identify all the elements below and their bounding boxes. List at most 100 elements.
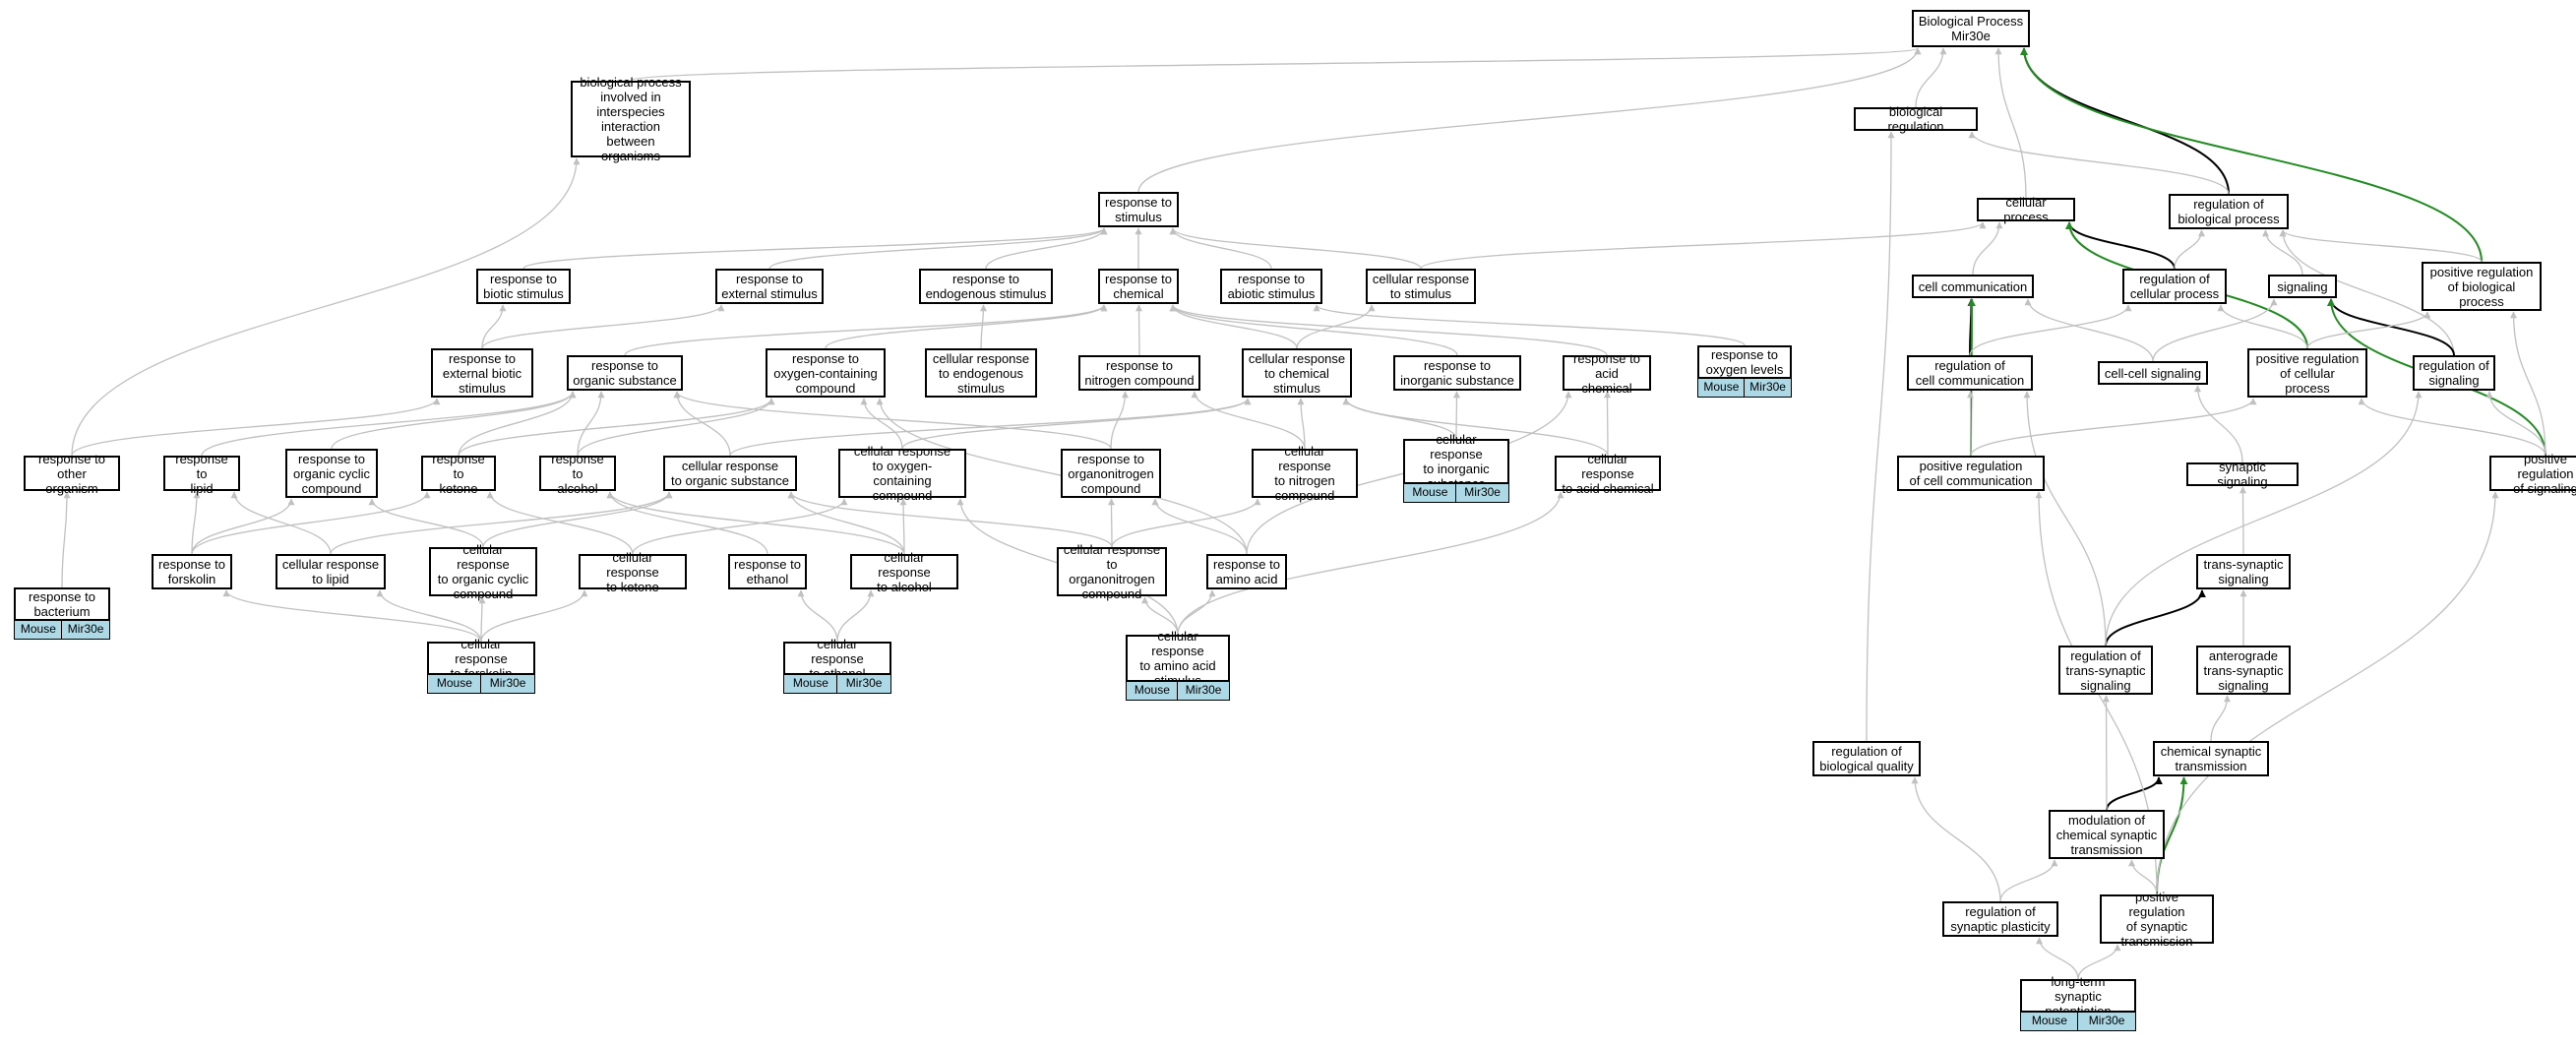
term-node-resp-alcohol[interactable]: response to alcohol (539, 452, 616, 496)
term-node-cell-resp-forskolin[interactable]: cellular response to forskolin (427, 637, 535, 681)
term-node-cell-resp-org-sub[interactable]: cellular response to organic substance (663, 456, 797, 491)
term-node-resp-amino[interactable]: response to amino acid (1206, 554, 1287, 589)
edge-bio-reg-to-bp-root (1915, 47, 1947, 108)
term-node-resp-chem[interactable]: response to chemical (1098, 269, 1179, 304)
term-node-cell-resp-ketone[interactable]: cellular response to ketone (579, 550, 687, 594)
term-node-resp-forskolin[interactable]: response to forskolin (152, 554, 232, 589)
term-node-pos-reg-syn-trans[interactable]: positive regulation of synaptic transmis… (2100, 890, 2214, 949)
term-node-cell-resp-lipid[interactable]: cellular response to lipid (276, 554, 386, 589)
term-node-reg-bio-proc[interactable]: regulation of biological process (2169, 194, 2289, 229)
term-node-interspecies[interactable]: biological process involved in interspec… (571, 75, 691, 163)
edge-resp-abiotic-to-resp-stim (1169, 227, 1272, 270)
tag-mir30e: Mir30e (480, 674, 535, 694)
term-node-cell-resp-ethanol[interactable]: cellular response to ethanol (783, 637, 891, 681)
term-node-reg-syn-plast[interactable]: regulation of synaptic plasticity (1942, 901, 2058, 937)
edge-pos-reg-bio-to-reg-bio-proc (2279, 229, 2483, 263)
edge-resp-external-to-resp-stim (768, 227, 1108, 270)
edge-cell-resp-amino-to-cell-resp-organonitro (1141, 596, 1179, 636)
term-node-cell-resp-oxy[interactable]: cellular response to oxygen-containing c… (838, 444, 966, 503)
edge-cell-resp-organonitro-to-cell-resp-nitro (1111, 498, 1261, 548)
term-node-cell-resp-stim[interactable]: cellular response to stimulus (1366, 269, 1476, 304)
term-node-cell-resp-alcohol[interactable]: cellular response to alcohol (850, 550, 958, 594)
edge-pos-reg-cell-proc-to-reg-cell-proc (2217, 304, 2308, 349)
edge-synaptic-sig-to-cell-cell-sig (2194, 385, 2243, 463)
term-node-cell-resp-chem[interactable]: cellular response to chemical stimulus (1242, 348, 1352, 398)
term-node-reg-trans-syn[interactable]: regulation of trans-synaptic signaling (2058, 646, 2153, 695)
term-node-cell-resp-endog[interactable]: cellular response to endogenous stimulus (925, 348, 1037, 398)
term-node-synaptic-sig[interactable]: synaptic signaling (2186, 460, 2299, 489)
term-node-trans-syn-sig[interactable]: trans-synaptic signaling (2196, 554, 2291, 589)
term-node-pos-reg-cell-proc[interactable]: positive regulation of cellular process (2247, 348, 2367, 398)
term-node-cell-resp-inorg[interactable]: cellular response to inorganic substance (1403, 432, 1509, 491)
edge-cell-resp-acid-to-resp-acid (1604, 391, 1612, 457)
term-node-resp-bacterium[interactable]: response to bacterium (14, 587, 110, 621)
edge-pos-reg-syn-trans-to-mod-chem-syn (2128, 859, 2158, 895)
edge-reg-trans-syn-to-reg-signaling (2105, 391, 2423, 647)
edge-trans-syn-sig-to-synaptic-sig (2239, 486, 2247, 555)
term-node-resp-acid[interactable]: response to acid chemical (1563, 351, 1651, 396)
tag-mouse: Mouse (14, 620, 63, 640)
term-node-reg-cell-proc[interactable]: regulation of cellular process (2122, 269, 2227, 304)
term-node-resp-lipid[interactable]: response to lipid (163, 452, 240, 496)
term-node-cell-resp-nitro[interactable]: cellular response to nitrogen compound (1252, 444, 1358, 503)
term-node-resp-endog[interactable]: response to endogenous stimulus (919, 269, 1053, 304)
edge-reg-cell-proc-to-cell-proc (2065, 221, 2176, 270)
term-node-resp-stim[interactable]: response to stimulus (1098, 192, 1179, 227)
term-node-resp-inorg[interactable]: response to inorganic substance (1393, 355, 1521, 391)
term-node-cell-comm[interactable]: cell communication (1912, 275, 2034, 298)
edge-pos-reg-syn-trans-to-pos-reg-sig (2156, 491, 2499, 895)
term-node-pos-reg-bio[interactable]: positive regulation of biological proces… (2422, 262, 2542, 311)
term-node-cell-resp-org-cyclic[interactable]: cellular response to organic cyclic comp… (429, 542, 537, 601)
term-node-bio-reg[interactable]: biological regulation (1854, 104, 1978, 134)
term-node-cell-proc[interactable]: cellular process (1977, 195, 2075, 224)
term-node-reg-bio-quality[interactable]: regulation of biological quality (1812, 741, 1921, 776)
term-node-resp-external[interactable]: response to external stimulus (715, 269, 824, 304)
term-node-resp-org-cyclic[interactable]: response to organic cyclic compound (285, 449, 378, 498)
term-node-resp-org-sub[interactable]: response to organic substance (567, 355, 683, 391)
edge-cell-resp-nitro-to-resp-nitro (1191, 391, 1306, 450)
edge-resp-organonitro-to-resp-org-sub (673, 391, 1112, 450)
term-node-resp-biotic[interactable]: response to biotic stimulus (476, 269, 571, 304)
edge-pos-reg-cell-comm-to-pos-reg-cell-proc (1970, 398, 2257, 457)
term-node-cell-resp-amino[interactable]: cellular response to amino acid stimulus (1126, 629, 1230, 688)
term-node-cell-resp-acid[interactable]: cellular response to acid chemical (1555, 452, 1661, 496)
term-node-resp-ext-biotic[interactable]: response to external biotic stimulus (431, 348, 533, 398)
term-node-resp-oxy-levels[interactable]: response to oxygen levels (1697, 345, 1792, 379)
term-node-cell-cell-sig[interactable]: cell-cell signaling (2098, 361, 2208, 385)
edge-cell-resp-alcohol-to-cell-resp-oxy (899, 498, 907, 555)
edge-resp-ketone-to-resp-oxy (458, 398, 775, 457)
term-node-resp-oxy[interactable]: response to oxygen-containing compound (766, 348, 886, 398)
tag-mir30e: Mir30e (2077, 1012, 2136, 1031)
term-node-signaling[interactable]: signaling (2268, 275, 2337, 298)
edge-resp-other-org-to-interspecies (71, 157, 581, 457)
term-node-ltp[interactable]: long-term synaptic potentiation (2020, 974, 2136, 1018)
edge-resp-stim-to-bp-root (1137, 47, 1922, 193)
term-node-anterograde[interactable]: anterograde trans-synaptic signaling (2196, 646, 2291, 695)
term-node-chem-syn-trans[interactable]: chemical synaptic transmission (2153, 741, 2269, 776)
term-node-resp-nitro[interactable]: response to nitrogen compound (1078, 355, 1200, 391)
edge-cell-resp-nitro-to-cell-resp-chem (1297, 398, 1306, 450)
term-node-pos-reg-sig[interactable]: positive regulation of signaling (2489, 452, 2576, 496)
term-node-resp-ethanol[interactable]: response to ethanol (728, 554, 807, 589)
tag-mir30e: Mir30e (61, 620, 110, 640)
edge-cell-resp-alcohol-to-cell-resp-org-sub (787, 491, 905, 555)
edge-cell-resp-org-sub-to-resp-org-sub (673, 391, 731, 457)
edge-cell-resp-ethanol-to-cell-resp-alcohol (836, 589, 875, 643)
term-node-mod-chem-syn[interactable]: modulation of chemical synaptic transmis… (2049, 810, 2165, 859)
term-node-reg-cell-comm[interactable]: regulation of cell communication (1907, 355, 2033, 391)
term-node-resp-organonitro[interactable]: response to organonitrogen compound (1061, 449, 1161, 498)
term-node-pos-reg-cell-comm[interactable]: positive regulation of cell communicatio… (1897, 456, 2045, 491)
term-node-resp-ketone[interactable]: response to ketone (421, 452, 496, 496)
term-node-resp-other-org[interactable]: response to other organism (24, 452, 120, 496)
term-node-cell-resp-organonitro[interactable]: cellular response to organonitrogen comp… (1057, 542, 1167, 601)
edge-pos-reg-cell-comm-to-reg-cell-comm (1967, 391, 1975, 457)
term-node-bp-root[interactable]: Biological Process Mir30e (1912, 10, 2030, 47)
term-node-resp-abiotic[interactable]: response to abiotic stimulus (1220, 269, 1322, 304)
edge-mod-chem-syn-to-chem-syn-trans (2106, 776, 2163, 811)
term-node-reg-signaling[interactable]: regulation of signaling (2413, 355, 2495, 391)
